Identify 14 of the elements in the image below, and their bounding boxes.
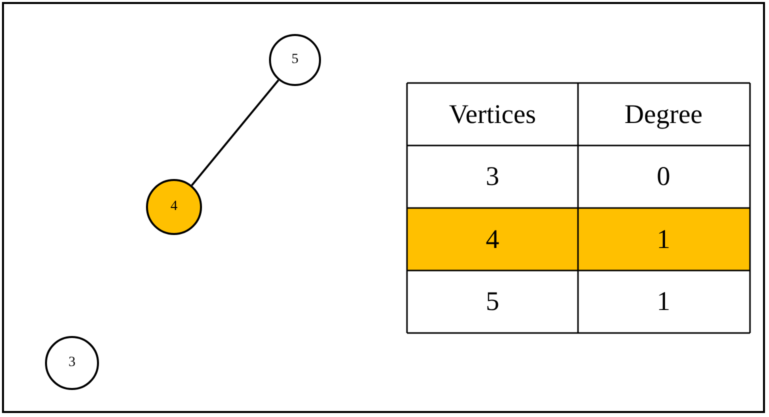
vertex-label: 5	[292, 52, 298, 68]
vertex-circle	[269, 34, 321, 86]
table-value: 4	[486, 224, 500, 254]
vertex-label: 4	[170, 199, 178, 215]
vertex-label: 3	[68, 355, 76, 371]
table-value: 1	[656, 286, 670, 317]
column-header: Degree	[624, 98, 702, 130]
table-value: 3	[486, 161, 500, 192]
edge-line	[191, 79, 280, 186]
vertex-circle	[45, 336, 99, 390]
table-value: 0	[656, 161, 670, 192]
table-value: 1	[656, 224, 670, 254]
column-header: Vertices	[449, 98, 536, 130]
table-value: 5	[486, 286, 500, 317]
